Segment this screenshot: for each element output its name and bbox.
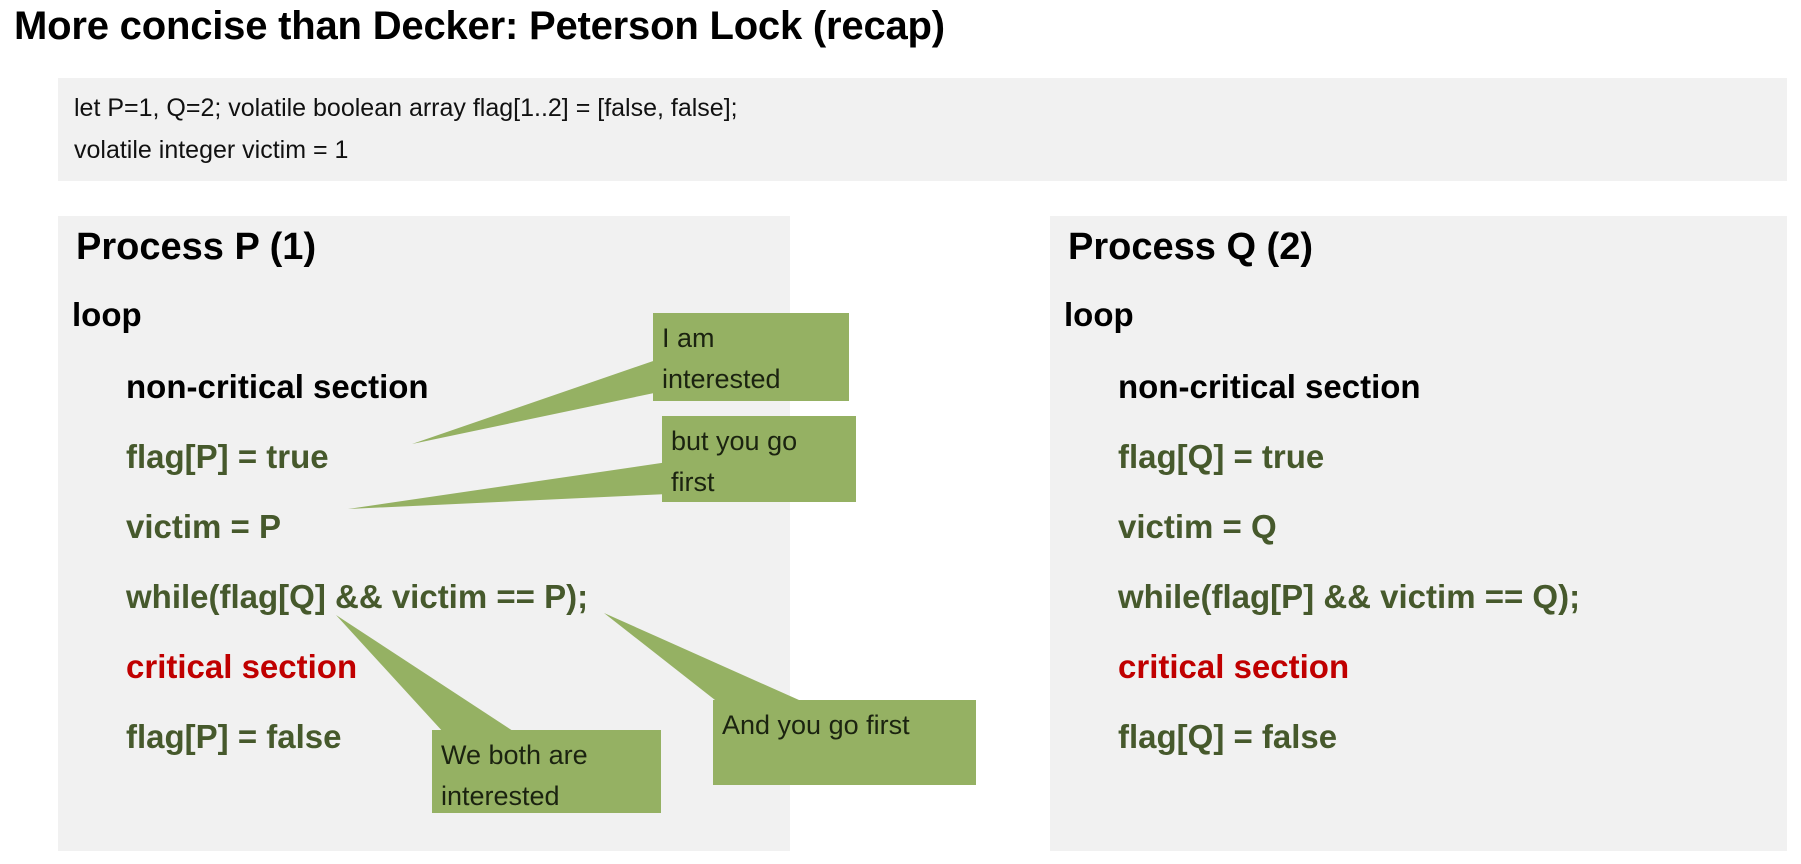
process-q-line-non-critical-section: non-critical section bbox=[1118, 368, 1421, 405]
callout-and-you-go-first: And you go first bbox=[713, 700, 976, 785]
process-p-line-critical-section: critical section bbox=[126, 648, 358, 685]
callout-but-you-go-first-line-2: first bbox=[671, 467, 715, 497]
callout-we-both-line-1: We both are bbox=[441, 740, 588, 770]
process-p-heading: Process P (1) bbox=[76, 226, 317, 268]
process-p-panel: Process P (1) loop non-critical section … bbox=[58, 216, 790, 851]
process-q-line-loop: loop bbox=[1064, 296, 1134, 333]
process-p-line-loop: loop bbox=[72, 296, 142, 333]
callout-but-you-go-first-line-1: but you go bbox=[671, 426, 798, 456]
process-p-line-non-critical-section: non-critical section bbox=[126, 368, 429, 405]
callout-i-am-interested-line-1: I am bbox=[662, 323, 715, 353]
declaration-line-1: let P=1, Q=2; volatile boolean array fla… bbox=[74, 94, 738, 122]
process-p-line-victim: victim = P bbox=[126, 508, 281, 545]
callout-i-am-interested-line-2: interested bbox=[662, 364, 781, 394]
declarations-block: let P=1, Q=2; volatile boolean array fla… bbox=[58, 78, 1787, 181]
process-q-line-flag-true: flag[Q] = true bbox=[1118, 438, 1325, 475]
callout-and-you-go-first-line-1: And you go first bbox=[722, 710, 910, 740]
process-q-line-critical-section: critical section bbox=[1118, 648, 1350, 685]
declaration-line-2: volatile integer victim = 1 bbox=[74, 136, 349, 164]
process-q-line-while: while(flag[P] && victim == Q); bbox=[1118, 578, 1581, 615]
process-q-line-victim: victim = Q bbox=[1118, 508, 1277, 545]
process-p-line-while: while(flag[Q] && victim == P); bbox=[126, 578, 589, 615]
process-p-line-flag-true: flag[P] = true bbox=[126, 438, 329, 475]
callout-we-both-are-interested: We both are interested bbox=[432, 730, 661, 813]
callout-we-both-line-2: interested bbox=[441, 781, 560, 811]
process-q-line-flag-false: flag[Q] = false bbox=[1118, 718, 1338, 755]
callout-i-am-interested: I am interested bbox=[653, 313, 849, 401]
callout-but-you-go-first: but you go first bbox=[662, 416, 856, 502]
process-q-heading: Process Q (2) bbox=[1068, 226, 1313, 268]
process-p-line-flag-false: flag[P] = false bbox=[126, 718, 342, 755]
page-title: More concise than Decker: Peterson Lock … bbox=[14, 4, 945, 48]
process-q-panel: Process Q (2) loop non-critical section … bbox=[1050, 216, 1787, 851]
